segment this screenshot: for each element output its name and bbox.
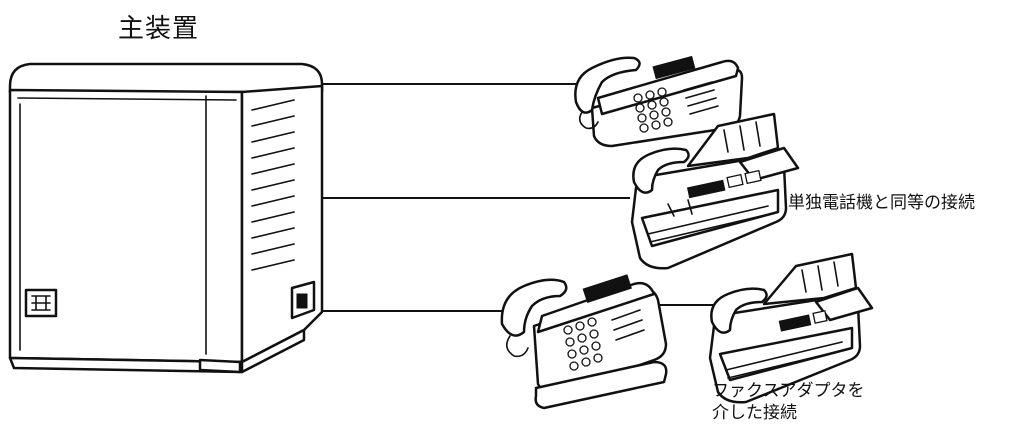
fax-adapter-connection-label: ファクスアダプタを 介した接続 bbox=[712, 380, 865, 424]
main-unit-icon bbox=[10, 64, 322, 372]
fax-adapter-label-line1: ファクスアダプタを bbox=[712, 380, 865, 402]
main-unit-label: 主装置 bbox=[118, 8, 199, 45]
fax-adapter-label-line2: 介した接続 bbox=[712, 402, 865, 424]
main-unit-logo-icon bbox=[26, 290, 56, 316]
adapter-telephone-icon bbox=[502, 275, 666, 408]
standalone-connection-label: 単独電話機と同等の接続 bbox=[788, 188, 975, 213]
